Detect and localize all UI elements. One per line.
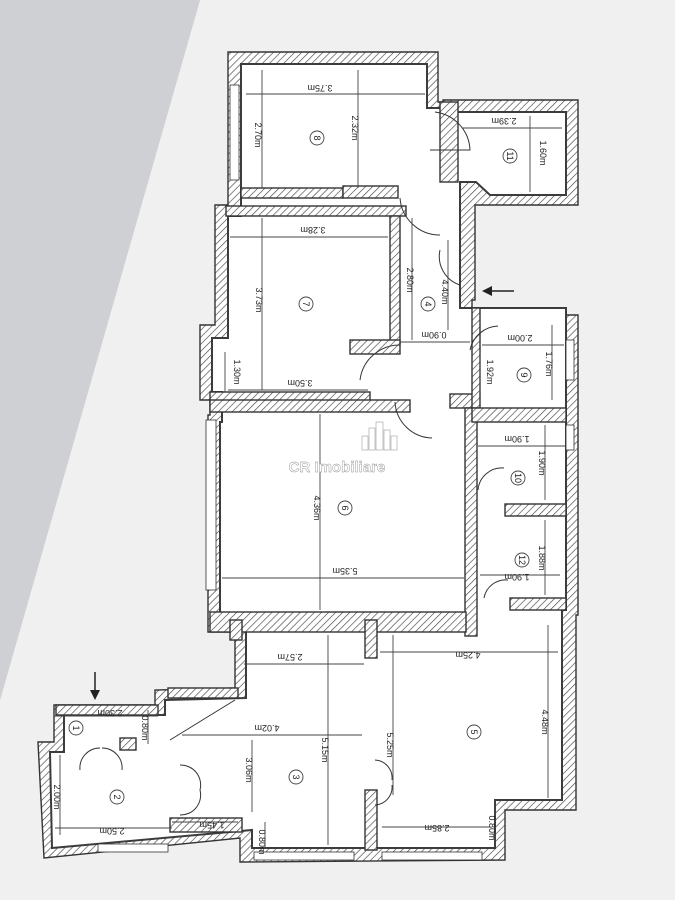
dim-label: 0.90m [421,330,446,340]
dim-label: 5.15m [320,737,330,762]
dim-label: 2.50m [99,826,124,836]
dim-label: 3.28m [300,225,325,235]
room-4-marker: 4 [420,296,436,312]
room-9-marker: 9 [516,367,532,383]
room-8-marker: 8 [309,130,325,146]
dim-label: 2.85m [424,823,449,833]
dimension-labels: 3.75m 2.70m 2.32m 2.39m 1.60m 3.28m 3.73… [52,83,554,855]
dim-label: 4.40m [440,279,450,304]
room-4-label: 4 [423,301,433,306]
dim-label: 2.70m [253,122,263,147]
room-7-marker: 7 [298,296,314,312]
room-1-marker: 1 [68,720,84,736]
room-11-marker: 11 [502,148,518,164]
room-5-marker: 5 [466,724,482,740]
windows [97,84,575,861]
room-5-label: 5 [469,729,479,734]
dim-label: 1.90m [537,450,547,475]
room-11-label: 11 [505,151,515,160]
room-9-label: 9 [519,372,529,377]
dim-label: 2.30m [97,708,122,718]
dim-label: 4.36m [312,495,322,520]
room-8-label: 8 [312,135,322,140]
room-2-label: 2 [112,794,122,799]
buildings-logo-icon [361,421,398,451]
watermark-text: CR Imobiliare [289,459,386,476]
room-12-label: 12 [517,555,527,565]
room-6-label: 6 [340,505,350,510]
dim-label: 1.90m [504,572,529,582]
dim-label: 1.92m [485,359,495,384]
dim-label: 3.75m [307,83,332,93]
room-2-marker: 2 [109,789,125,805]
room-7-label: 7 [301,301,311,306]
room-10-label: 10 [513,473,523,483]
room-10-marker: 10 [510,470,526,486]
room-markers: 8 11 7 4 9 10 6 12 5 3 1 [68,130,532,805]
dim-label: 0.80m [487,815,497,840]
room-3-label: 3 [291,774,301,779]
entrance-arrows [90,286,514,700]
dim-label: 1.76m [544,351,554,376]
dim-label: 5.25m [385,732,395,757]
dim-label: 1.90m [504,434,529,444]
dim-label: 2.80m [405,267,415,292]
dim-label: 2.32m [350,115,360,140]
dim-label: 1.60m [538,140,548,165]
dim-label: 2.39m [491,116,516,126]
room-12-marker: 12 [514,552,530,568]
dim-label: 3.73m [254,287,264,312]
dim-label: 0.80m [140,715,150,740]
dim-label: 5.35m [332,566,357,576]
room-3-marker: 3 [288,769,304,785]
dim-label: 2.00m [507,333,532,343]
dim-label: 4.25m [455,650,480,660]
interior-walls [55,101,567,851]
dim-label: 0.80m [257,829,267,854]
dim-label: 4.02m [254,723,279,733]
dim-label: 4.48m [540,709,550,734]
dimension-lines [55,70,565,848]
dim-label: 3.50m [287,378,312,388]
dim-label: 1.30m [232,359,242,384]
paper-fold [0,0,200,700]
dim-label: 1.88m [537,545,547,570]
dim-label: 2.57m [277,652,302,662]
dim-label: 1.45m [199,820,224,830]
room-1-label: 1 [71,725,81,730]
dim-label: 3.06m [244,757,254,782]
doors [79,111,509,816]
room-6-marker: 6 [337,500,353,516]
dim-label: 2.00m [52,784,62,809]
watermark: CR Imobiliare [288,421,398,476]
